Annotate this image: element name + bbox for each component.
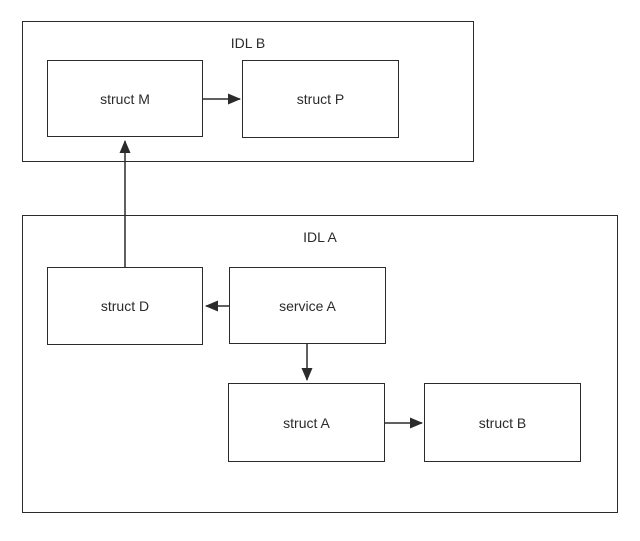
node-struct-a: struct A <box>228 383 385 462</box>
group-idl-b-label: IDL B <box>230 35 266 51</box>
node-struct-p-label: struct P <box>296 91 345 107</box>
node-service-a: service A <box>229 267 386 344</box>
node-struct-d: struct D <box>47 267 203 345</box>
node-struct-b: struct B <box>424 383 581 462</box>
node-struct-d-label: struct D <box>100 298 150 314</box>
node-struct-b-label: struct B <box>478 414 527 431</box>
node-struct-m: struct M <box>47 60 203 137</box>
group-idl-a: IDL A <box>22 215 618 513</box>
node-struct-p: struct P <box>242 60 399 138</box>
node-struct-a-label: struct A <box>283 414 330 431</box>
node-service-a-label: service A <box>279 297 336 314</box>
node-struct-m-label: struct M <box>100 90 150 107</box>
group-idl-a-label: IDL A <box>303 229 337 245</box>
